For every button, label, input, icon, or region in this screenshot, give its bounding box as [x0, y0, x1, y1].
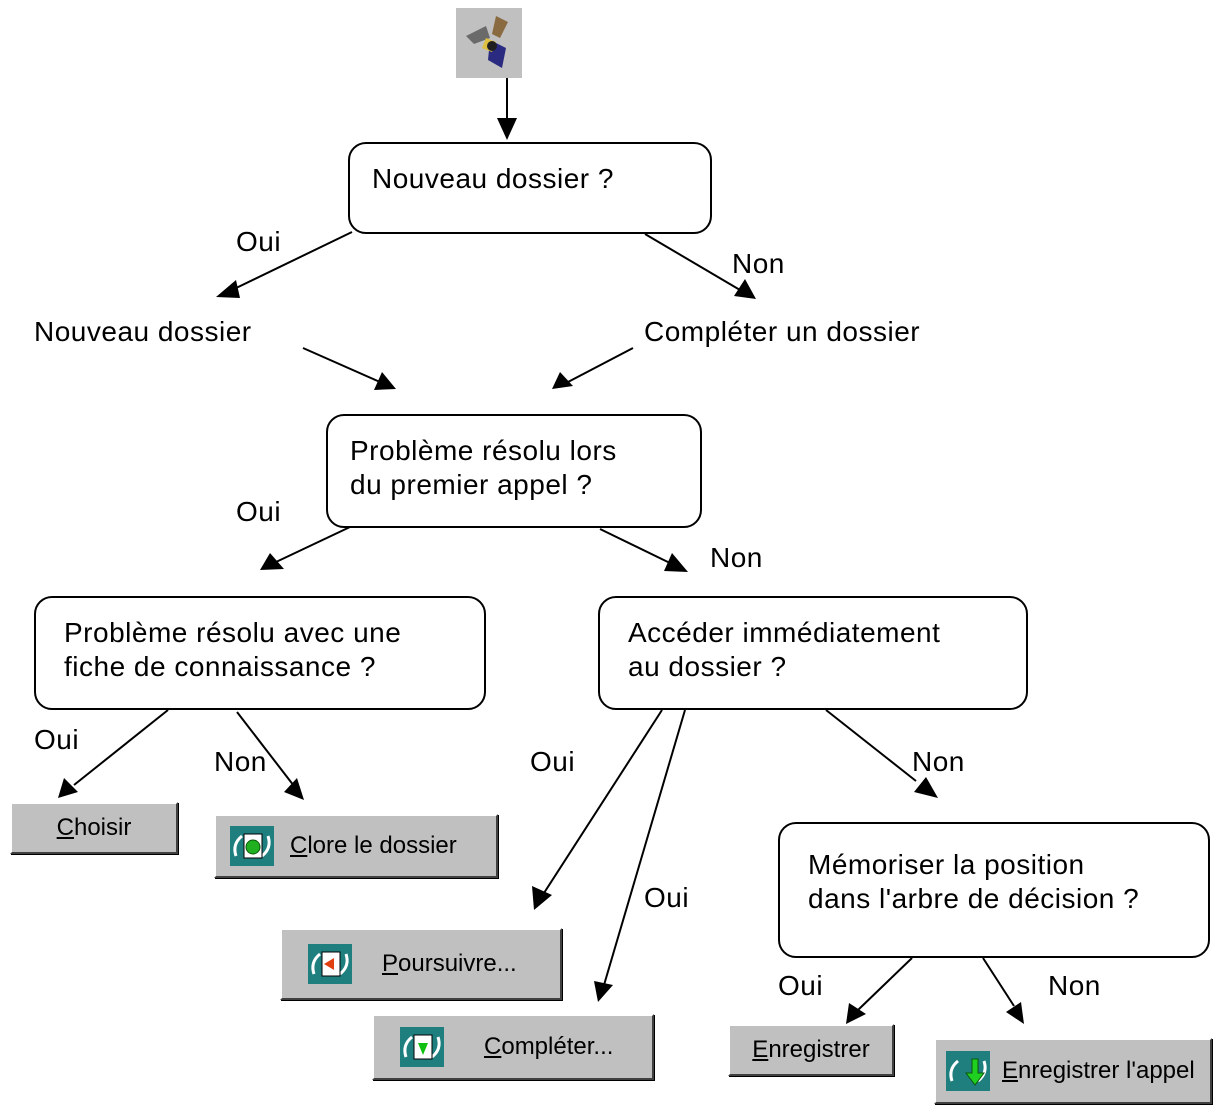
enregistrer-button[interactable]: Enregistrer: [728, 1024, 894, 1076]
button-label: Compléter...: [484, 1033, 614, 1060]
program-logo-icon: [456, 8, 522, 78]
label-oui: Oui: [236, 496, 282, 527]
clore-dossier-button[interactable]: Clore le dossier: [214, 814, 498, 878]
decision-text-line2: dans l'arbre de décision ?: [808, 883, 1140, 914]
label-oui: Oui: [530, 746, 576, 777]
button-label: Enregistrer: [752, 1036, 870, 1063]
decision-text-line1: Problème résolu lors: [350, 435, 617, 466]
button-label: Choisir: [56, 814, 132, 841]
label-non: Non: [732, 248, 785, 279]
button-label: Enregistrer l'appel: [1002, 1057, 1195, 1084]
outcome-completer-un-dossier: Compléter un dossier: [644, 316, 921, 347]
label-non: Non: [710, 542, 763, 573]
label-non: Non: [1048, 970, 1101, 1001]
decision-acceder-dossier: Accéder immédiatement au dossier ?: [598, 596, 1028, 710]
label-non: Non: [214, 746, 267, 777]
choisir-button[interactable]: Choisir: [10, 802, 178, 854]
decision-memoriser-position: Mémoriser la position dans l'arbre de dé…: [778, 822, 1210, 958]
poursuivre-button[interactable]: Poursuivre...: [280, 928, 562, 1000]
continue-icon: [308, 944, 352, 984]
decision-text: Nouveau dossier ?: [372, 163, 614, 194]
decision-fiche-connaissance: Problème résolu avec une fiche de connai…: [34, 596, 486, 710]
decision-text-line1: Mémoriser la position: [808, 849, 1085, 880]
label-oui: Oui: [778, 970, 824, 1001]
button-label: Clore le dossier: [290, 832, 457, 859]
label-non: Non: [912, 746, 965, 777]
label-oui: Oui: [34, 724, 80, 755]
complete-icon: [400, 1027, 444, 1067]
button-label: Poursuivre...: [382, 950, 517, 977]
decision-text-line2: fiche de connaissance ?: [64, 651, 376, 682]
completer-button[interactable]: Compléter...: [372, 1014, 654, 1080]
decision-text-line2: au dossier ?: [628, 651, 787, 682]
decision-text-line2: du premier appel ?: [350, 469, 593, 500]
decision-text-line1: Accéder immédiatement: [628, 617, 941, 648]
decision-text-line1: Problème résolu avec une: [64, 617, 402, 648]
close-folder-icon: [230, 826, 274, 866]
decision-probleme-premier-appel: Problème résolu lors du premier appel ?: [326, 414, 702, 528]
label-oui: Oui: [644, 882, 690, 913]
outcome-nouveau-dossier: Nouveau dossier: [34, 316, 252, 347]
enregistrer-appel-button[interactable]: Enregistrer l'appel: [934, 1038, 1212, 1104]
label-oui: Oui: [236, 226, 282, 257]
save-call-icon: [946, 1051, 990, 1091]
decision-nouveau-dossier: Nouveau dossier ?: [348, 142, 712, 234]
